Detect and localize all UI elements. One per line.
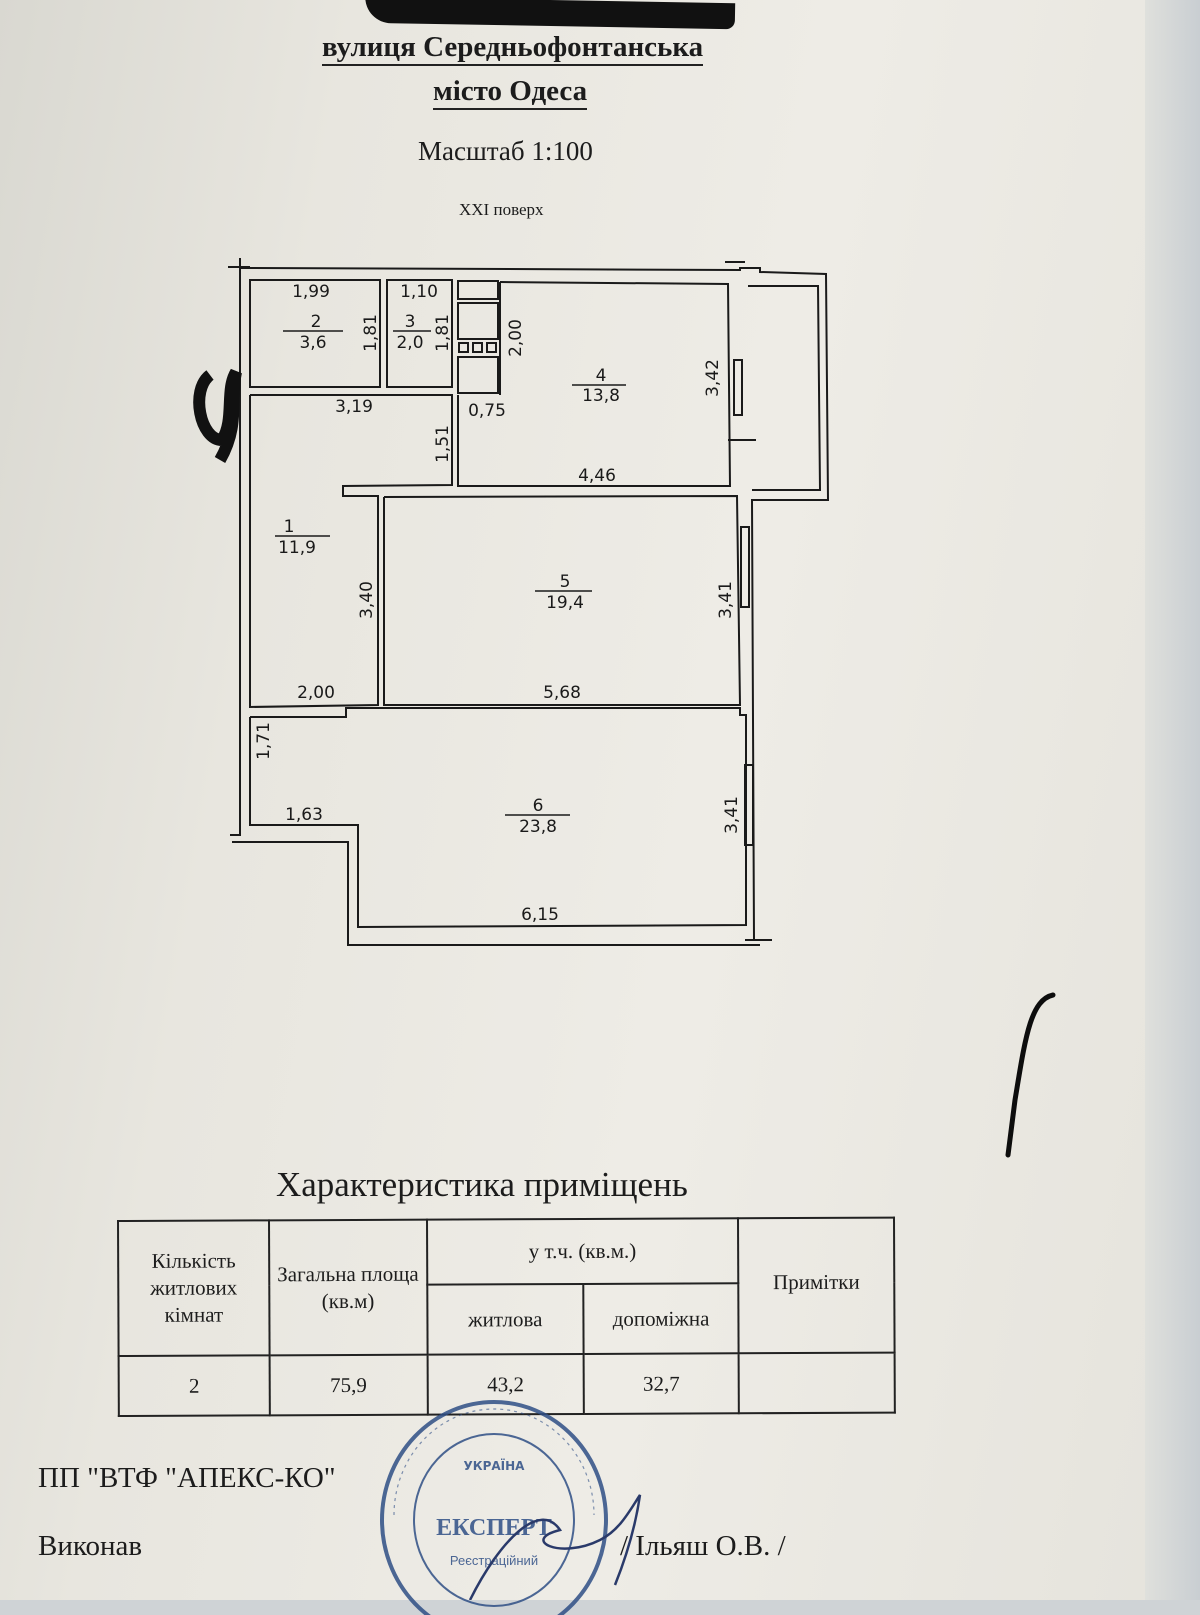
- characteristics-title: Характеристика приміщень: [276, 1165, 688, 1204]
- dimension: 3,40: [357, 581, 377, 619]
- room-4-number: 4: [596, 366, 607, 386]
- floor-label: XXI поверх: [459, 200, 544, 219]
- dimension: 3,41: [716, 581, 736, 619]
- floor-plan: 2 3,6 3 2,0 4 13,8 1 11,9 5 19,4 6 23,8 …: [193, 258, 830, 946]
- room-2-area: 3,6: [299, 333, 326, 353]
- dimension: 1,71: [254, 722, 274, 760]
- dimension: 3,41: [722, 796, 742, 834]
- room-5-number: 5: [560, 572, 571, 592]
- dimension: 1,81: [433, 314, 453, 352]
- city-name: місто Одеса: [433, 74, 588, 110]
- dimension: 5,68: [543, 683, 581, 703]
- dimension: 1,10: [400, 282, 438, 302]
- dimension: 3,42: [703, 359, 723, 397]
- svg-text:УКРАЇНА: УКРАЇНА: [464, 1458, 526, 1473]
- dimension: 6,15: [521, 905, 559, 925]
- dimension: 1,63: [285, 805, 323, 825]
- dimension: 0,75: [468, 401, 506, 421]
- scale-label: Масштаб 1:100: [418, 136, 593, 166]
- street-address: вулиця Середньофонтанська: [322, 30, 704, 66]
- dimension: 4,46: [578, 466, 616, 486]
- room-6-area: 23,8: [519, 817, 557, 837]
- executed-by-label: Виконав: [38, 1530, 143, 1562]
- room-5-area: 19,4: [546, 593, 584, 613]
- background-edge: [1145, 0, 1200, 1600]
- dimension: 3,19: [335, 397, 373, 417]
- dimension: 1,51: [433, 425, 453, 463]
- dimension: 2,00: [297, 683, 335, 703]
- dimension: 2,00: [506, 319, 526, 357]
- organization-name: ПП "ВТФ "АПЕКС-КО": [38, 1462, 336, 1494]
- dimension: 1,81: [361, 314, 381, 352]
- room-3-number: 3: [405, 312, 416, 332]
- room-4-area: 13,8: [582, 386, 620, 406]
- room-1-number: 1: [284, 517, 295, 537]
- svg-text:ЕКСПЕРТ: ЕКСПЕРТ: [436, 1515, 552, 1541]
- room-1-area: 11,9: [278, 538, 316, 558]
- redacted-scribble: [193, 368, 242, 463]
- room-6-number: 6: [533, 796, 544, 816]
- signer-name: / Ільяш О.В. /: [620, 1530, 786, 1562]
- dimension: 1,99: [292, 282, 330, 302]
- room-3-area: 2,0: [396, 333, 423, 353]
- room-2-number: 2: [311, 312, 322, 332]
- document-sheet: [0, 0, 1145, 1600]
